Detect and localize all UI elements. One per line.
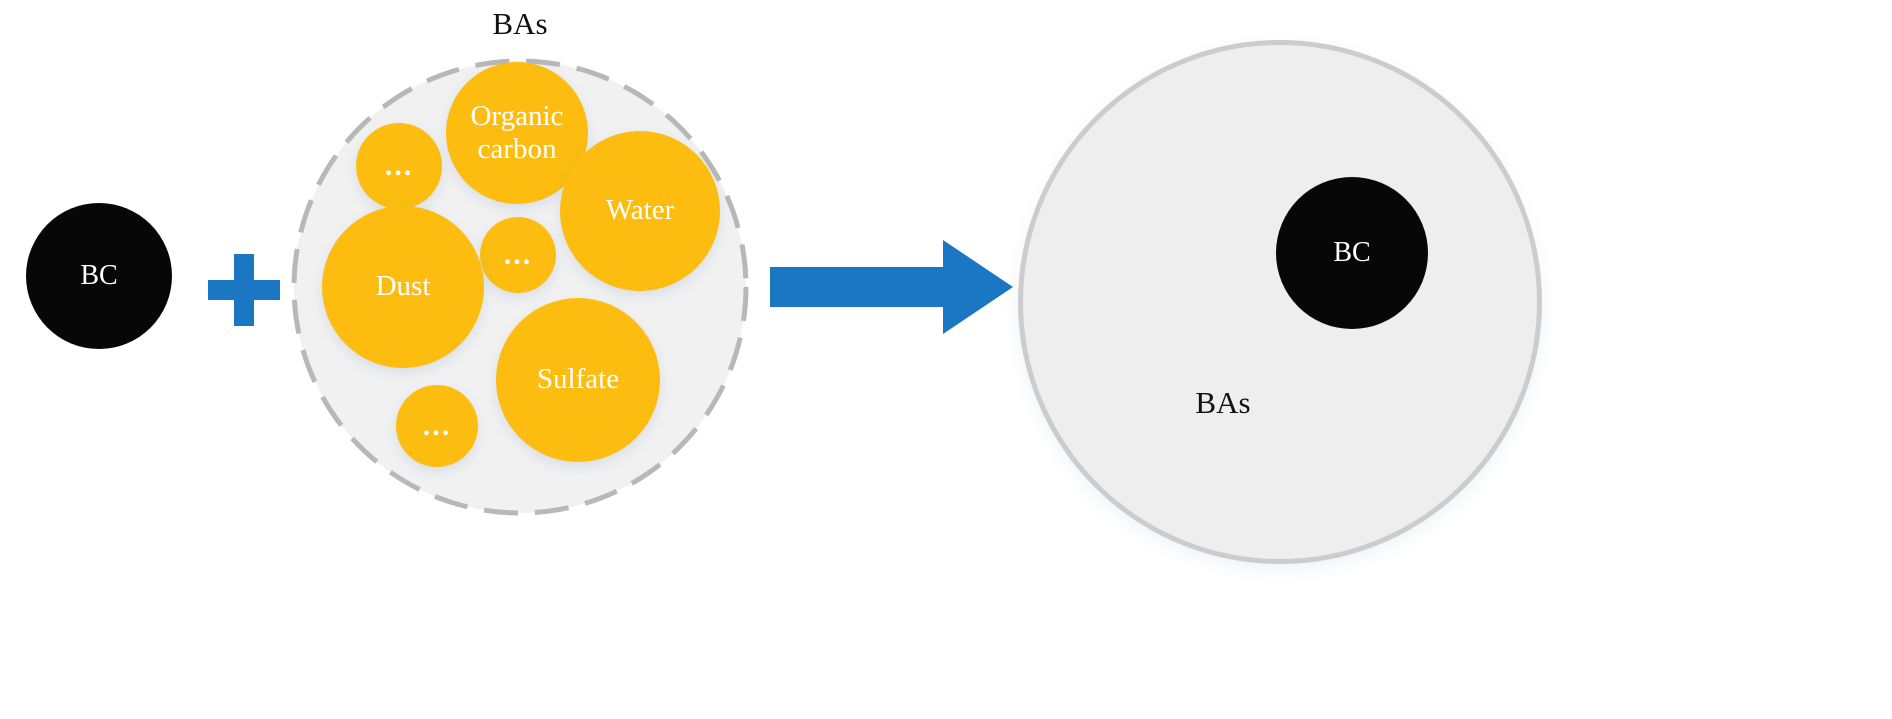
coated-particle-circle: BC BAs — [1018, 40, 1542, 564]
component-water: Water — [560, 131, 720, 291]
component-dust: Dust — [322, 206, 484, 368]
mixture-title: BAs — [492, 6, 548, 41]
coated-bas-label: BAs — [1195, 385, 1251, 420]
component-ellipsis-2-label: ... — [503, 237, 533, 271]
coated-bc-circle: BC — [1276, 177, 1428, 329]
component-sulfate-label: Sulfate — [536, 363, 620, 396]
component-ellipsis-2: ... — [480, 217, 556, 293]
plus-icon — [208, 254, 280, 326]
component-organic-carbon-label: Organic carbon — [470, 99, 564, 165]
mixture-circle: ... Organic carbon Water ... Dust Sulfat… — [290, 57, 750, 517]
component-ellipsis-1-label: ... — [384, 148, 414, 182]
bc-particle-label: BC — [80, 260, 118, 291]
component-ellipsis-3-label: ... — [422, 408, 452, 442]
component-ellipsis-3: ... — [396, 385, 478, 467]
component-organic-carbon: Organic carbon — [446, 62, 588, 204]
component-ellipsis-1: ... — [356, 123, 442, 209]
component-sulfate: Sulfate — [496, 298, 660, 462]
component-dust-label: Dust — [375, 270, 431, 303]
component-water-label: Water — [605, 194, 675, 227]
bc-particle-circle: BC — [26, 203, 172, 349]
coated-bc-label: BC — [1333, 237, 1371, 268]
arrow-right-icon — [770, 240, 1013, 334]
